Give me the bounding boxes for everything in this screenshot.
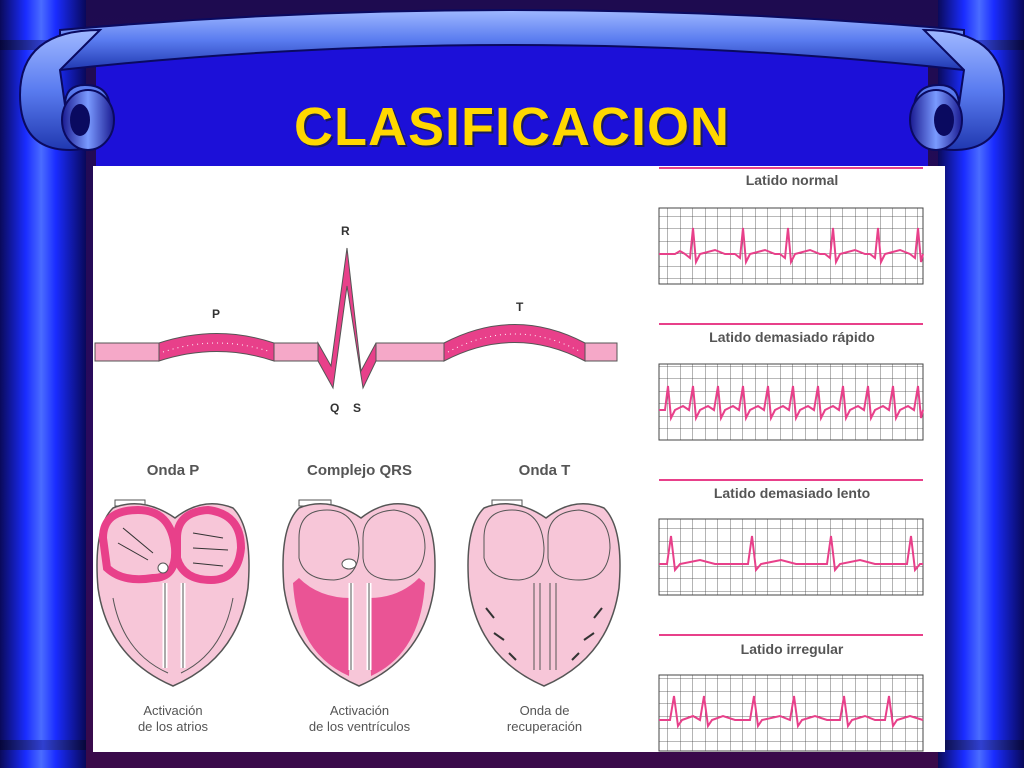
heart-ventricular-activation bbox=[282, 499, 436, 687]
rhythm-title-irregular: Latido irregular bbox=[740, 641, 844, 657]
rhythm-title-normal: Latido normal bbox=[745, 172, 839, 188]
qrs-complex bbox=[317, 247, 377, 390]
ecg-grid-normal bbox=[658, 207, 924, 285]
phase-caption-qrs-line1: Activación bbox=[329, 703, 390, 718]
ecg-grid-slow bbox=[658, 518, 924, 596]
slide-title: CLASIFICACION bbox=[294, 97, 730, 157]
trace-irregular bbox=[659, 695, 924, 729]
r-label: R bbox=[341, 224, 350, 238]
rhythm-title-fast: Latido demasiado rápido bbox=[709, 329, 875, 345]
trace-slow bbox=[659, 535, 923, 573]
rhythm-strips bbox=[658, 167, 924, 752]
phase-caption-qrs-line2: de los ventrículos bbox=[308, 719, 411, 734]
phase-caption-t-line1: Onda de bbox=[519, 703, 570, 718]
phase-heading-p: Onda P bbox=[146, 462, 200, 479]
heart-atrial-activation bbox=[96, 499, 250, 687]
t-label: T bbox=[516, 300, 524, 314]
t-wave bbox=[443, 324, 586, 362]
phase-heading-t: Onda T bbox=[518, 462, 571, 479]
rhythm-title-slow: Latido demasiado lento bbox=[713, 485, 871, 501]
phase-caption-qrs: Activación de los ventrículos bbox=[281, 703, 438, 735]
phase-caption-t: Onda de recuperación bbox=[466, 703, 623, 735]
trace-fast bbox=[659, 385, 924, 422]
trace-normal bbox=[659, 227, 924, 266]
phase-caption-p-line2: de los atrios bbox=[137, 719, 209, 734]
phase-caption-p: Activación de los atrios bbox=[95, 703, 251, 735]
scroll-banner bbox=[18, 9, 1006, 170]
s-label: S bbox=[353, 401, 362, 415]
heart-recovery-wave bbox=[467, 499, 621, 687]
p-wave bbox=[158, 333, 275, 362]
p-label: P bbox=[212, 307, 221, 321]
phase-heading-qrs: Complejo QRS bbox=[306, 462, 412, 479]
content-panel: P R T Q S Onda P Complejo QRS Onda T bbox=[93, 166, 945, 752]
ecg-waveform-diagram bbox=[94, 247, 618, 390]
q-label: Q bbox=[330, 401, 340, 415]
phase-caption-p-line1: Activación bbox=[143, 703, 203, 718]
phase-caption-t-line2: recuperación bbox=[506, 719, 583, 734]
